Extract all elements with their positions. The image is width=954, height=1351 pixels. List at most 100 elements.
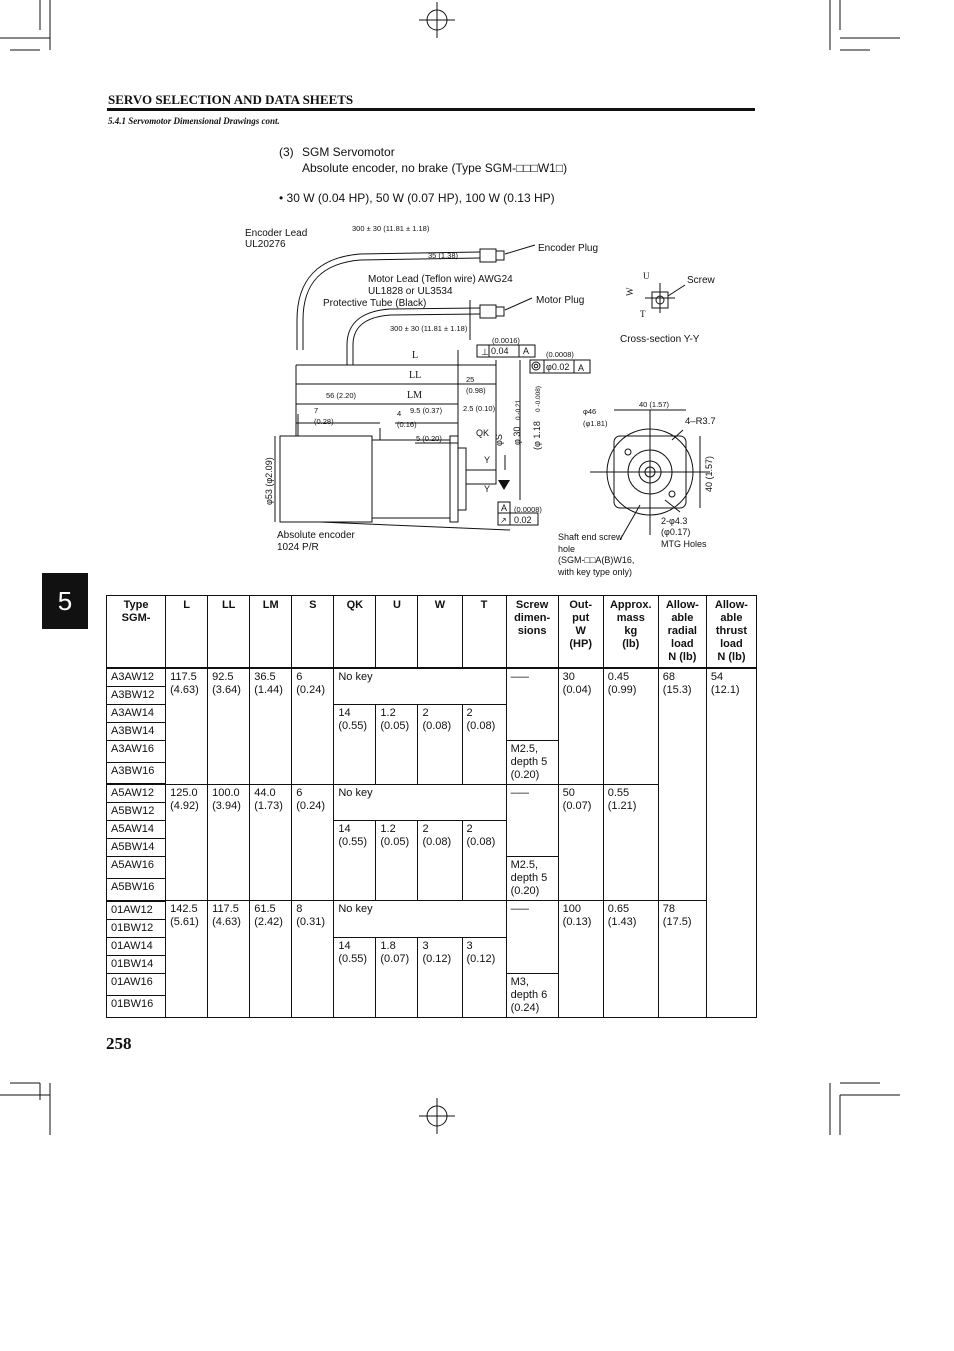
header-U: U <box>375 595 419 668</box>
table-row: A3AW14 14 (0.55) 1.2 (0.05) 2 (0.08) 2 (… <box>105 703 757 785</box>
phi46-in: (φ1.81) <box>583 419 608 428</box>
spec-table: Type SGM- L LL LM S QK U W T Screw dimen… <box>105 595 758 1018</box>
mtg-hole-size-in: (φ0.17) <box>661 527 690 537</box>
type-cell: A5AW14 <box>105 820 167 839</box>
label-phiS: φS <box>494 434 504 446</box>
cross-section-label: Cross-section Y-Y <box>620 334 700 345</box>
dim-300-top: 300 ± 30 (11.81 ± 1.18) <box>352 224 430 233</box>
T-cell: 2 (0.08) <box>461 820 507 901</box>
dim-4: 4 <box>397 409 401 418</box>
header-screw: Screw dimen- sions <box>505 595 559 668</box>
runout-val: 0.02 <box>514 515 532 525</box>
sgm-note: (SGM-□□A(B)W16, <box>558 555 634 565</box>
W-cell: 3 (0.12) <box>417 936 463 1018</box>
type-cell: 01BW16 <box>105 994 167 1018</box>
header-output: Out- put W (HP) <box>557 595 604 668</box>
type-cell: A3AW12 <box>105 667 167 687</box>
header-QK: QK <box>333 595 377 668</box>
section-title: SERVO SELECTION AND DATA SHEETS <box>108 92 354 107</box>
table-row: A5AW14 14 (0.55) 1.2 (0.05) 2 (0.08) 2 (… <box>105 820 757 901</box>
runout-in: (0.0008) <box>514 505 542 514</box>
phi53-label: φ53 (φ2.09) <box>264 457 274 505</box>
dim-300-bottom: 300 ± 30 (11.81 ± 1.18) <box>390 324 468 333</box>
table-row: A5AW12 125.0 (4.92) 100.0 (3.94) 44.0 (1… <box>105 783 757 901</box>
L-cell: 125.0 (4.92) <box>165 783 209 901</box>
header-LM: LM <box>249 595 293 668</box>
no-key-cell: No key <box>333 783 507 821</box>
radial-cell: 68 (15.3) <box>657 667 707 901</box>
type-cell: A3BW12 <box>105 685 167 705</box>
type-cell: 01BW14 <box>105 954 167 974</box>
chapter-tab: 5 <box>42 573 88 629</box>
U-cell: 1.2 (0.05) <box>375 703 419 785</box>
header-rule <box>107 108 755 111</box>
label-LL: LL <box>409 370 421 381</box>
table-row: A3AW12 117.5 (4.63) 92.5 (3.64) 36.5 (1.… <box>105 667 758 1018</box>
label-Y2: Y <box>484 484 490 494</box>
type-cell: 01BW12 <box>105 918 167 938</box>
dim-7-in: (0.28) <box>314 417 334 426</box>
output-cell: 30 (0.04) <box>557 667 604 785</box>
LL-cell: 92.5 (3.64) <box>207 667 251 785</box>
QK-cell: 14 (0.55) <box>333 820 377 901</box>
type-cell: 01AW12 <box>105 900 167 920</box>
label-W: W <box>625 287 635 296</box>
screw-cell: M2.5, depth 5 (0.20) <box>505 739 559 785</box>
label-LM: LM <box>407 390 422 401</box>
header-thrust: Allow- able thrust load N (lb) <box>705 595 758 668</box>
screw-dash-cell: ––– <box>505 900 559 974</box>
U-cell: 1.8 (0.07) <box>375 936 419 1018</box>
screw-dash-cell: ––– <box>505 783 559 857</box>
dim-56: 56 (2.20) <box>326 391 357 400</box>
header-LL: LL <box>207 595 251 668</box>
dim-phi118: (φ 1.18 <box>532 421 542 450</box>
LL-cell: 100.0 (3.94) <box>207 783 251 901</box>
table-row: 01BW12 <box>105 918 757 938</box>
subsection-title: 5.4.1 Servomotor Dimensional Drawings co… <box>108 116 280 126</box>
dim-4-in: (0.16) <box>397 420 417 429</box>
label-Y1: Y <box>484 455 490 465</box>
dim-phi30: φ 30 <box>512 427 522 445</box>
ul20276-label: UL20276 <box>245 239 286 250</box>
QK-cell: 14 (0.55) <box>333 703 377 785</box>
dimensional-drawing: Encoder Lead UL20276 300 ± 30 (11.81 ± 1… <box>245 224 716 577</box>
type-cell: A3BW14 <box>105 721 167 741</box>
perp-val: 0.04 <box>491 346 509 356</box>
header-radial: Allow- able radial load N (lb) <box>657 595 707 668</box>
screw-dash-cell: ––– <box>505 667 559 741</box>
type-cell: A3BW16 <box>105 761 167 785</box>
mtg-holes-label: MTG Holes <box>661 539 707 549</box>
mass-cell: 0.55 (1.21) <box>602 783 659 901</box>
table-row: 01BW16 <box>105 994 757 1018</box>
dim-40-side: 40 (1.57) <box>704 456 714 492</box>
header-L: L <box>165 595 209 668</box>
dim-7: 7 <box>314 406 318 415</box>
no-key-cell: No key <box>333 900 507 938</box>
U-cell: 1.2 (0.05) <box>375 820 419 901</box>
type-cell: A5BW14 <box>105 838 167 857</box>
r37-label: 4–R3.7 <box>685 416 716 427</box>
header-type: Type SGM- <box>105 595 167 668</box>
LL-cell: 117.5 (4.63) <box>207 900 251 1018</box>
radial-cell: 78 (17.5) <box>657 900 707 1018</box>
mtg-hole-size: 2-φ4.3 <box>661 516 687 526</box>
mass-cell: 0.65 (1.43) <box>602 900 659 1018</box>
table-row: A5BW16 <box>105 878 757 902</box>
type-cell: A5BW16 <box>105 878 167 902</box>
LM-cell: 36.5 (1.44) <box>249 667 293 785</box>
thrust-cell: 54 (12.1) <box>705 667 758 1018</box>
T-cell: 3 (0.12) <box>461 936 507 1018</box>
type-cell: A5AW12 <box>105 783 167 803</box>
datum-A: A <box>501 503 507 513</box>
table-row: A3BW12 <box>105 685 757 705</box>
chapter-number: 5 <box>57 585 73 616</box>
mass-cell: 0.45 (0.99) <box>602 667 659 785</box>
S-cell: 6 (0.24) <box>291 667 335 785</box>
table-header-row: Type SGM- L LL LM S QK U W T Screw dimen… <box>105 595 758 668</box>
label-QK: QK <box>476 428 489 438</box>
type-cell: A5AW16 <box>105 856 167 879</box>
table-row: 01BW14 <box>105 954 757 974</box>
type-cell: A3AW16 <box>105 739 167 763</box>
motor-lead-label: Motor Lead (Teflon wire) AWG24 <box>368 274 513 285</box>
